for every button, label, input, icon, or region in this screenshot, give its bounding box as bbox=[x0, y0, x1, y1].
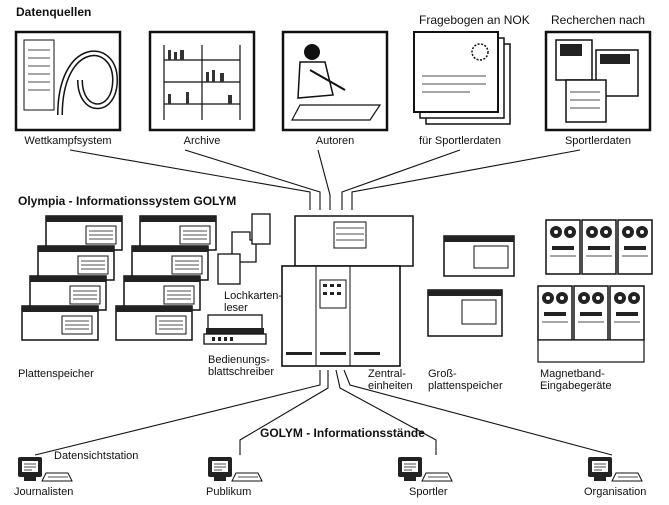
archive-shelves-icon bbox=[148, 30, 256, 132]
label-card-reader-2: leser bbox=[224, 302, 248, 314]
header-info-stands: GOLYM - Informationsstände bbox=[260, 426, 425, 440]
terminal-athletes bbox=[397, 456, 453, 482]
label-console-printer-1: Bedienungs- bbox=[208, 354, 270, 366]
header-data-sources: Datenquellen bbox=[16, 5, 92, 19]
label-tape-2: Eingabegeräte bbox=[540, 380, 612, 392]
author-writing-icon bbox=[281, 30, 389, 132]
caption-athlete-data-research: Sportlerdaten bbox=[564, 135, 632, 147]
caption-authors: Autoren bbox=[315, 135, 355, 147]
caption-athlete-data-nok: für Sportlerdaten bbox=[419, 135, 501, 147]
caption-archives: Archive bbox=[183, 135, 221, 147]
stand-organisation: Organisation bbox=[584, 486, 647, 498]
questionnaire-sheets-icon bbox=[413, 31, 511, 125]
large-disk-storage-units bbox=[427, 235, 515, 337]
stand-athletes: Sportler bbox=[409, 486, 448, 498]
terminal-organisation bbox=[587, 456, 643, 482]
terminal-public bbox=[207, 456, 263, 482]
label-console-printer-2: blattschreiber bbox=[208, 366, 275, 378]
label-questionnaire-nok: Fragebogen an NOK bbox=[419, 13, 530, 27]
label-central-units-2: einheiten bbox=[368, 380, 413, 392]
stand-public: Publikum bbox=[206, 486, 252, 498]
label-tape-1: Magnetband- bbox=[540, 368, 605, 380]
central-processing-units bbox=[281, 215, 414, 367]
label-data-display-station: Datensichtstation bbox=[54, 450, 139, 462]
caption-competition-system: Wettkampfsystem bbox=[24, 135, 112, 147]
competition-system-icon bbox=[14, 30, 122, 132]
label-card-reader-1: Lochkarten- bbox=[224, 290, 283, 302]
research-documents-icon bbox=[544, 30, 652, 132]
stand-journalists: Journalisten bbox=[14, 486, 74, 498]
label-large-disk-1: Groß- bbox=[428, 368, 457, 380]
console-printer-device bbox=[203, 314, 267, 345]
card-reader-device bbox=[217, 213, 271, 285]
label-disk-storage: Plattenspeicher bbox=[18, 368, 94, 380]
label-large-disk-2: plattenspeicher bbox=[428, 380, 503, 392]
magnetic-tape-units bbox=[537, 219, 653, 363]
label-central-units-1: Zentral- bbox=[368, 368, 406, 380]
label-research: Recherchen nach bbox=[551, 13, 646, 27]
header-golym-system: Olympia - Informationssystem GOLYM bbox=[18, 194, 237, 208]
